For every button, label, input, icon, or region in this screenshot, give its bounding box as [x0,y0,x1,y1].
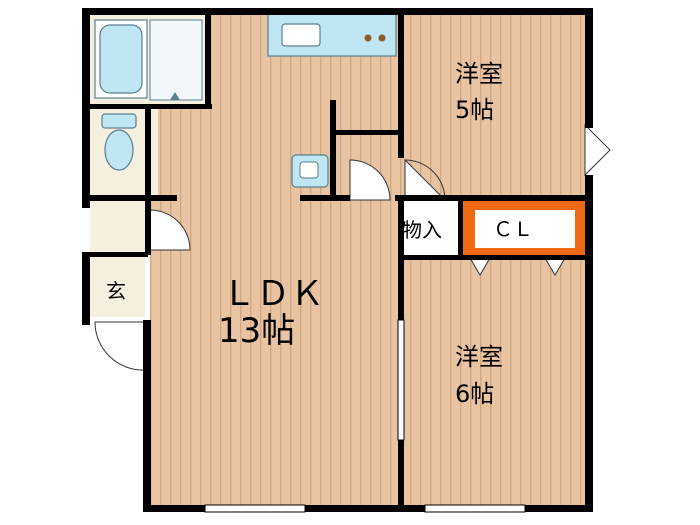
hall-floor [90,200,148,255]
ldk-name: ＬＤＫ [222,274,324,314]
door-balcony-north [584,123,611,177]
kitchen-sink-icon [281,23,321,47]
door-toilet [349,159,391,201]
entrance-floor [90,255,145,317]
entrance-label: 玄 [106,279,126,303]
western-south-floor [400,258,585,507]
storage-area [400,200,460,258]
western-north-size: 5帖 [455,96,494,124]
western-north-floor [400,12,585,200]
washbasin-icon [291,154,329,188]
toilet-icon [101,113,137,171]
kitchen-counter [267,13,397,57]
door-hall [149,209,191,251]
ldk-size: 13帖 [218,311,295,351]
windows [204,319,526,513]
western-south-name: 洋室 [455,343,503,371]
western-north-name: 洋室 [455,60,503,88]
bathtub-icon [94,19,148,99]
stove-icon [364,34,386,42]
utility-floor [148,107,158,200]
storage-label: 物入 [402,218,442,242]
closet-inner [475,210,575,248]
western-south-size: 6帖 [455,380,494,408]
door-entrance [94,321,146,371]
washroom-icon [149,19,203,101]
closet-label: ＣＬ [493,217,533,241]
